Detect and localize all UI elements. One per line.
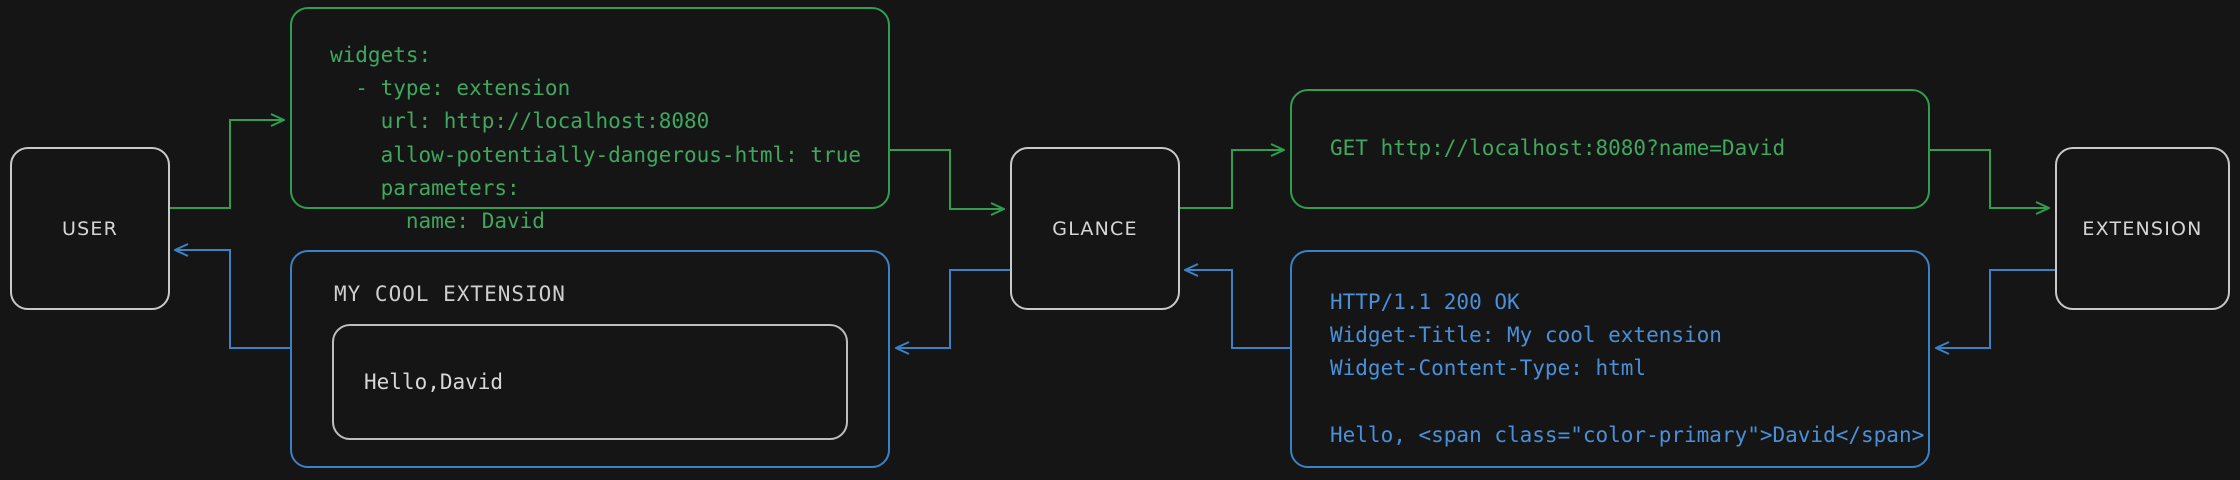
node-extension-label: EXTENSION [2082, 217, 2203, 240]
node-glance-label: GLANCE [1052, 217, 1138, 240]
wire-glance-to-widget [897, 269, 1010, 348]
wire-glance-to-request [1180, 150, 1283, 209]
http-request-box: GET http://localhost:8080?name=David [1290, 89, 1930, 209]
widget-title: MY COOL EXTENSION [334, 282, 566, 306]
rendered-widget-box: MY COOL EXTENSION Hello, David [290, 250, 890, 468]
node-extension[interactable]: EXTENSION [2055, 147, 2230, 310]
widget-greeting-name: David [439, 370, 504, 394]
http-request-text: GET http://localhost:8080?name=David [1330, 136, 1786, 161]
config-yaml-text: widgets: - type: extension url: http://l… [330, 43, 862, 233]
wire-extension-to-response [1937, 269, 2055, 348]
wire-user-to-config [170, 120, 283, 209]
wire-request-to-extension [1930, 149, 2048, 208]
widget-content-frame: Hello, David [332, 324, 848, 440]
http-response-text: HTTP/1.1 200 OK Widget-Title: My cool ex… [1330, 290, 1925, 447]
wire-response-to-glance [1186, 270, 1290, 349]
node-user-label: USER [62, 217, 118, 240]
config-yaml-box: widgets: - type: extension url: http://l… [290, 7, 890, 233]
node-user[interactable]: USER [10, 147, 170, 310]
node-glance[interactable]: GLANCE [1010, 147, 1180, 310]
wire-widget-to-user [176, 250, 290, 349]
widget-greeting-prefix: Hello, [364, 370, 440, 394]
wire-config-to-glance [890, 149, 1003, 209]
http-response-box: HTTP/1.1 200 OK Widget-Title: My cool ex… [1290, 250, 1930, 468]
